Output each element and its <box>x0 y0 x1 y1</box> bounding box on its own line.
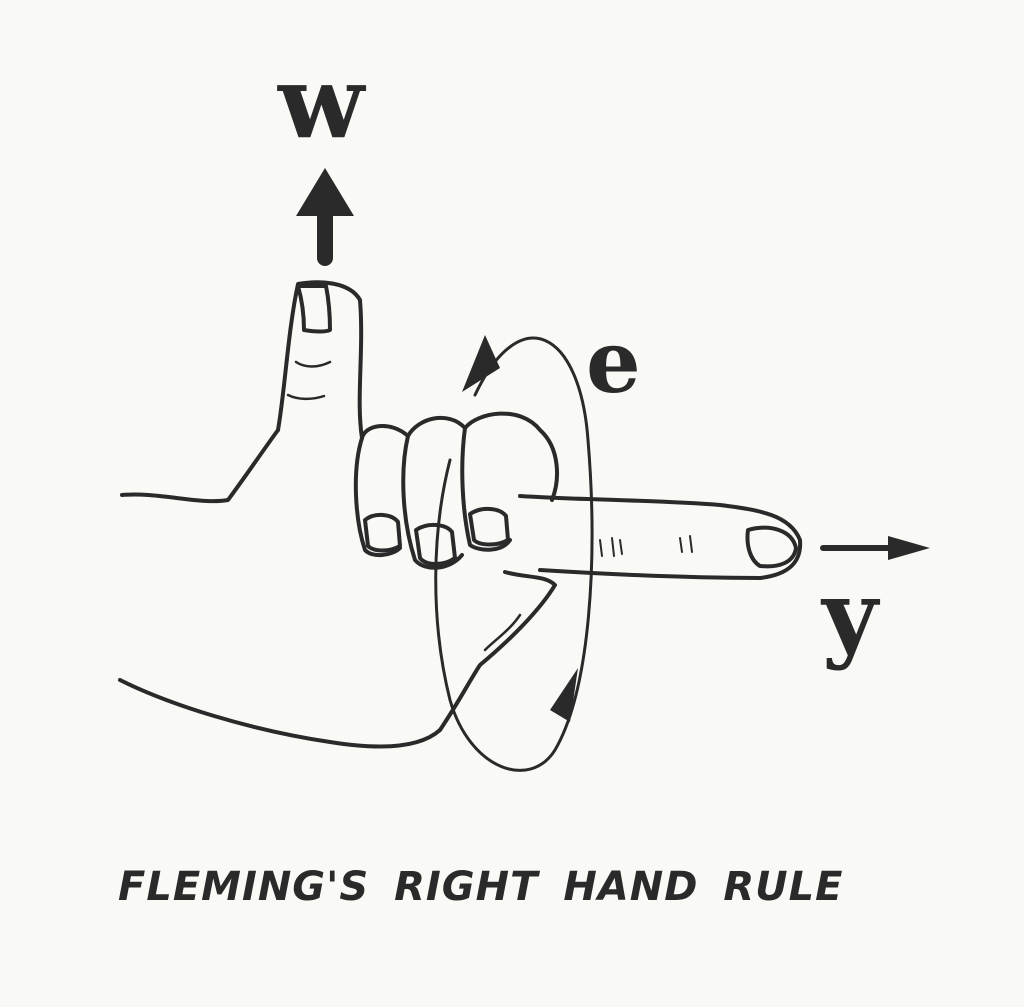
loop-arrow-bottom-icon <box>550 668 578 722</box>
rightward-arrow-icon <box>820 536 930 560</box>
figure-caption: FLEMING'S RIGHT HAND RULE <box>118 864 844 910</box>
pointing-vector-label: y <box>822 559 878 672</box>
thumb <box>276 280 364 440</box>
index-finger <box>518 494 803 580</box>
curled-fingers <box>360 411 559 502</box>
circulation-loop <box>434 335 594 772</box>
circulation-label: e <box>586 312 641 413</box>
upward-vector-label: w <box>278 43 365 161</box>
hand-illustration <box>118 280 803 749</box>
upward-arrow-icon <box>296 168 354 266</box>
loop-arrow-top-icon <box>462 335 500 392</box>
